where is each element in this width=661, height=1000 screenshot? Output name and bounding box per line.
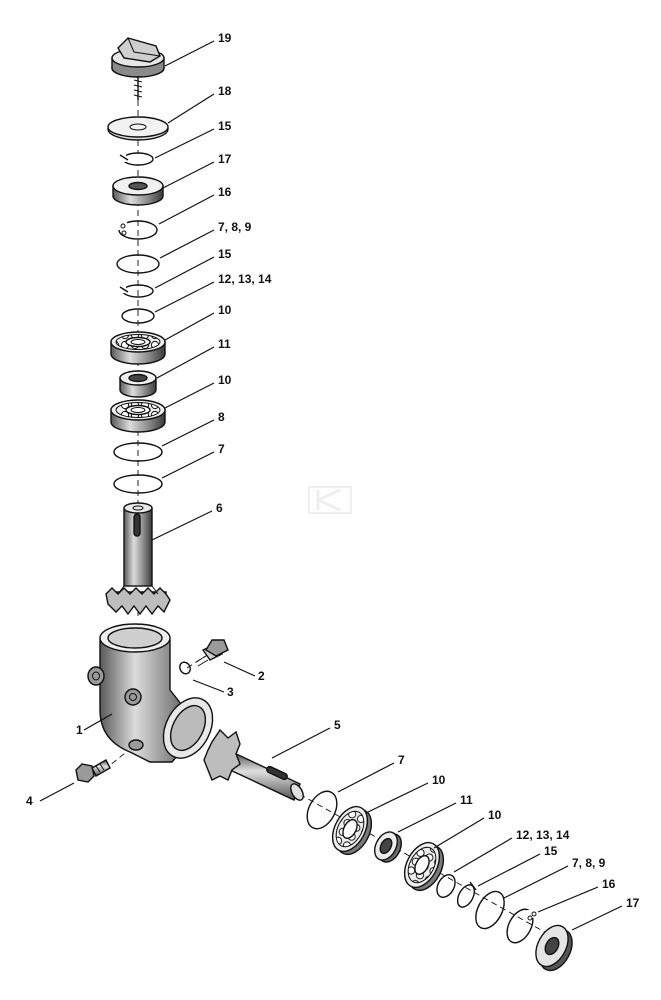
callout-7-8-9-b: 7, 8, 9	[572, 856, 606, 870]
watermark-logo	[308, 486, 352, 514]
callout-12-13-14-a: 12, 13, 14	[218, 272, 272, 286]
part-10-ball-bearing-lower-right	[403, 841, 445, 892]
callout-11-b: 11	[460, 793, 473, 807]
leader-10a	[164, 312, 215, 341]
callout-labels: 19 18 15 17 16 7, 8, 9 15 12, 13, 14 10 …	[26, 31, 640, 910]
leader-1	[83, 713, 113, 731]
part-11-spacer-upper	[119, 370, 157, 398]
leader-18	[167, 93, 215, 124]
leader-15c	[477, 853, 541, 887]
leader-11b	[397, 802, 457, 833]
callout-17-b: 17	[626, 896, 640, 910]
part-15-lock-ring-lower	[456, 881, 477, 908]
part-18-flat-washer	[107, 116, 169, 141]
leader-7b	[337, 762, 395, 793]
callout-7-b: 7	[398, 753, 405, 767]
callout-1: 1	[76, 723, 83, 737]
part-16-circlip-lower	[506, 908, 537, 944]
leader-lines	[39, 40, 623, 931]
callout-16-a: 16	[218, 185, 232, 199]
leader-15b	[154, 256, 215, 289]
callout-19: 19	[218, 31, 232, 45]
part-5-horizontal-shaft-gear	[203, 728, 304, 801]
leader-2	[223, 661, 256, 677]
part-10-ball-bearing-upper	[110, 331, 166, 365]
callout-7-8-9-a: 7, 8, 9	[218, 220, 252, 234]
part-7-shim-lower	[306, 790, 338, 830]
part-19-cap-knob	[111, 37, 165, 100]
callout-7-a: 7	[218, 442, 225, 456]
part-10-ball-bearing-lower	[110, 399, 166, 433]
part-3-small-washer	[179, 661, 191, 675]
part-16-circlip-upper	[117, 220, 158, 240]
callout-18: 18	[218, 84, 232, 98]
part-10-ball-bearing-lower-left	[331, 805, 373, 856]
leader-15a	[154, 128, 215, 159]
part-15-lock-ring-upper	[118, 152, 154, 166]
callout-11-a: 11	[218, 337, 231, 351]
leader-11a	[156, 346, 215, 379]
callout-2: 2	[258, 669, 265, 683]
leader-10d	[433, 817, 485, 849]
leader-16a	[158, 194, 215, 225]
leader-8	[161, 419, 215, 447]
leader-10b	[164, 382, 215, 409]
part-7-8-9-shim-upper	[116, 254, 160, 274]
callout-5: 5	[334, 718, 341, 732]
callout-15-c: 15	[544, 844, 558, 858]
part-7-shim-upper	[113, 474, 163, 494]
leader-4	[39, 782, 75, 802]
part-2-screw	[195, 639, 229, 667]
callout-4: 4	[26, 794, 33, 808]
leader-789a	[159, 229, 215, 259]
leader-3	[192, 679, 225, 693]
leader-16b	[537, 886, 599, 913]
callout-10-b: 10	[218, 373, 232, 387]
leader-10c	[367, 782, 429, 813]
callout-10-a: 10	[218, 303, 232, 317]
part-11-spacer-lower	[374, 831, 402, 863]
callout-17-a: 17	[218, 152, 232, 166]
callout-10-c: 10	[432, 773, 446, 787]
callout-15-a: 15	[218, 119, 232, 133]
leader-7a	[161, 451, 215, 479]
callout-10-d: 10	[488, 808, 502, 822]
leader-121314a	[154, 281, 215, 313]
callout-16-b: 16	[602, 877, 616, 891]
callout-6: 6	[216, 501, 223, 515]
callout-8: 8	[218, 410, 225, 424]
part-1-gear-housing	[87, 623, 214, 763]
callout-15-b: 15	[218, 247, 232, 261]
part-12-13-14-shim-lower	[436, 874, 456, 898]
leader-17b	[571, 905, 623, 931]
part-7-8-9-shim-lower	[475, 890, 505, 930]
part-17-bushing-upper	[112, 176, 164, 206]
leader-6	[151, 510, 213, 541]
part-4-bolt	[75, 759, 111, 783]
callout-12-13-14-b: 12, 13, 14	[516, 828, 570, 842]
leader-19	[164, 40, 215, 67]
part-12-13-14-shim-upper	[121, 308, 155, 324]
part-17-bushing-lower	[535, 924, 573, 972]
part-6-vertical-shaft-gear	[105, 502, 171, 616]
part-15-lock-ring-middle	[118, 284, 154, 298]
leader-5	[271, 727, 331, 759]
leader-789b	[503, 865, 569, 899]
part-8-shim	[113, 442, 163, 462]
leader-17a	[162, 161, 215, 189]
leader-121314b	[453, 837, 513, 873]
callout-3: 3	[227, 685, 234, 699]
